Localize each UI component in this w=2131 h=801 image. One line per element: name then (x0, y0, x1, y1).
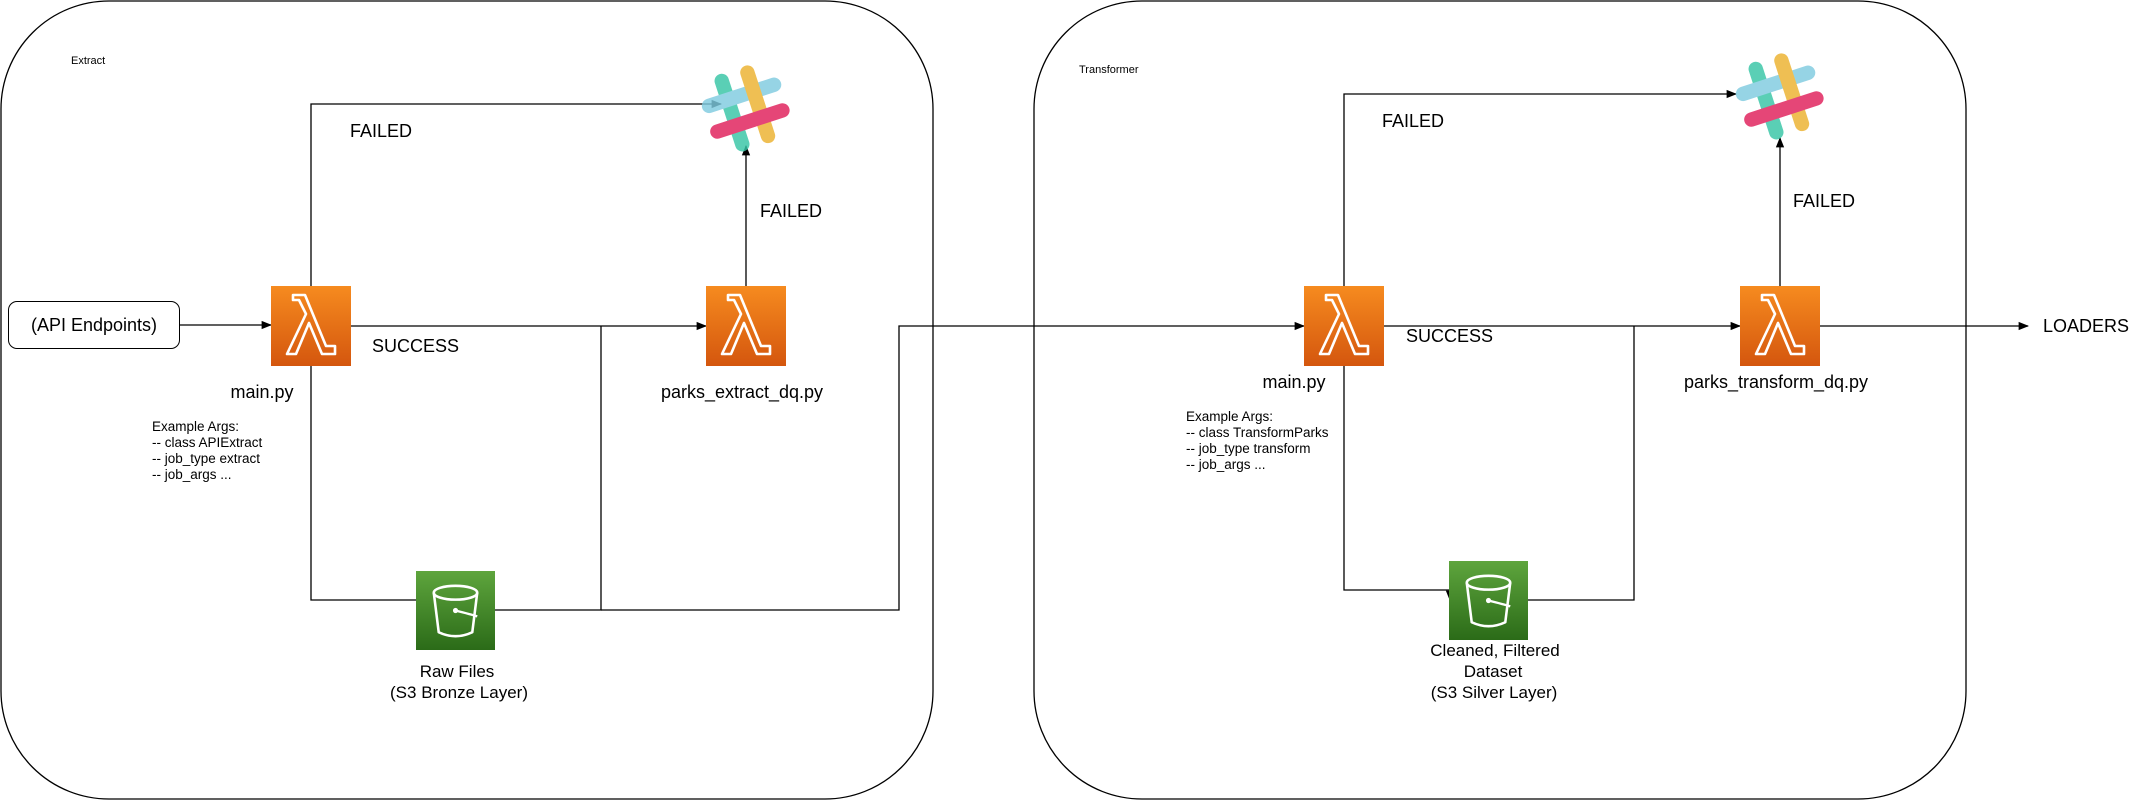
extract-slack-icon (703, 66, 789, 150)
transform-panel (1033, 0, 1967, 800)
bronze-s3-bucket-icon (416, 571, 495, 650)
extract-panel-title: Extract (71, 55, 106, 67)
silver-bucket-label-line3: (S3 Silver Layer) (1430, 683, 1558, 702)
api-endpoints-box: (API Endpoints) (8, 301, 180, 349)
bronze-bucket-label-line1: Raw Files (419, 662, 495, 681)
transform-arg-class: -- class TransformParks (1186, 425, 1329, 440)
loaders-label: LOADERS (2043, 316, 2130, 336)
transform-main-label: main.py (1262, 372, 1326, 392)
silver-s3-bucket-icon (1449, 561, 1528, 640)
silver-bucket-label-line1: Cleaned, Filtered (1430, 641, 1560, 660)
transform-main-failed-label: FAILED (1382, 111, 1445, 131)
transform-dq-lambda-icon (1740, 286, 1820, 366)
transform-args: Example Args: -- class TransformParks --… (1186, 409, 1329, 473)
main-to-bucket-arrow (310, 366, 426, 612)
transform-slack-icon (1737, 54, 1823, 138)
transform-bucket-to-dq-connector (1528, 326, 1635, 601)
transform-dq-failed-label: FAILED (1793, 191, 1856, 211)
transform-connectors (1343, 89, 2030, 602)
extract-arg-job-type: -- job_type extract (152, 451, 261, 466)
transform-main-to-bucket-arrow (1343, 366, 1455, 602)
bronze-bucket-label-line2: (S3 Bronze Layer) (390, 683, 528, 702)
extract-to-transform-arrow (601, 321, 1306, 611)
transform-arg-job-args: -- job_args ... (1186, 457, 1266, 472)
extract-panel (0, 0, 934, 800)
api-endpoints-label: (API Endpoints) (30, 314, 158, 335)
extract-main-label: main.py (230, 382, 294, 402)
transform-dq-label: parks_transform_dq.py (1683, 372, 1869, 392)
extract-args: Example Args: -- class APIExtract -- job… (152, 419, 262, 483)
extract-dq-label: parks_extract_dq.py (660, 382, 824, 402)
transform-arg-job-type: -- job_type transform (1186, 441, 1311, 456)
main-failed-arrow (310, 99, 723, 286)
extract-dq-failed-label: FAILED (760, 201, 823, 221)
transform-panel-title: Transformer (1079, 64, 1139, 76)
extract-main-failed-label: FAILED (350, 121, 413, 141)
extract-args-title: Example Args: (152, 419, 240, 434)
extract-dq-lambda-icon (706, 286, 786, 366)
extract-success-label: SUCCESS (372, 336, 460, 356)
bucket-to-dq-connector (495, 326, 602, 611)
transform-main-lambda-icon (1304, 286, 1384, 366)
extract-arg-job-args: -- job_args ... (152, 467, 232, 482)
transform-success-label: SUCCESS (1406, 326, 1494, 346)
transform-args-title: Example Args: (1186, 409, 1274, 424)
silver-bucket-label-line2: Dataset (1463, 662, 1523, 681)
extract-arg-class: -- class APIExtract (152, 435, 263, 450)
transform-main-failed-arrow (1343, 89, 1738, 286)
extract-main-lambda-icon (271, 286, 351, 366)
